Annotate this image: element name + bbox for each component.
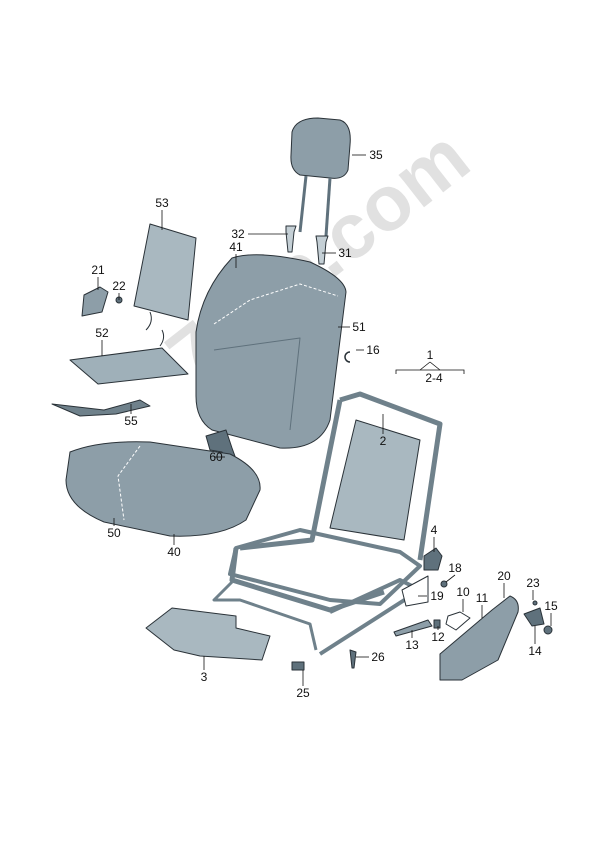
- callout-2-4: 2-4: [425, 371, 443, 385]
- callout-40: 40: [167, 545, 181, 559]
- backrest-part: [195, 254, 347, 449]
- callout-60: 60: [209, 450, 223, 464]
- callout-25: 25: [296, 686, 310, 700]
- harness-part: [51, 399, 151, 417]
- callout-50: 50: [107, 526, 121, 540]
- callout-19: 19: [430, 589, 444, 603]
- callout-11: 11: [475, 591, 489, 605]
- backrest-panel-part: [133, 223, 197, 321]
- callout-4: 4: [430, 523, 438, 537]
- trim-13-part: [393, 619, 433, 637]
- guide-31-part: [315, 235, 329, 265]
- fastener-25-part: [291, 661, 305, 671]
- callout-14: 14: [528, 644, 542, 658]
- motor-4-part: [423, 547, 443, 571]
- callout-10: 10: [456, 585, 470, 599]
- callout-26: 26: [371, 650, 385, 664]
- callout-22: 22: [112, 279, 126, 293]
- bracket-19-part: [401, 575, 429, 607]
- callout-13: 13: [405, 638, 419, 652]
- heating-mat-part: [69, 347, 189, 385]
- connector-21-part: [81, 286, 109, 317]
- side-trim-20-part: [439, 595, 519, 681]
- callout-32: 32: [231, 227, 245, 241]
- callout-52: 52: [95, 326, 109, 340]
- callout-51: 51: [352, 320, 366, 334]
- callout-23: 23: [526, 576, 540, 590]
- seat-cushion-part: [65, 441, 261, 537]
- callout-31: 31: [338, 246, 352, 260]
- callout-55: 55: [124, 414, 138, 428]
- handle-14-part: [523, 607, 545, 627]
- bracket-10-part: [445, 611, 471, 631]
- callout-35: 35: [369, 148, 383, 162]
- seat-frame-part: [212, 391, 443, 656]
- callout-3: 3: [200, 670, 208, 684]
- callout-18: 18: [448, 561, 462, 575]
- headrest-part: [290, 117, 351, 237]
- callout-16: 16: [366, 343, 380, 357]
- callout-15: 15: [544, 599, 558, 613]
- guide-32-part: [285, 225, 297, 253]
- bolt-26-part: [349, 649, 357, 669]
- callout-21: 21: [91, 263, 105, 277]
- callout-20: 20: [497, 569, 511, 583]
- leader-lines: [97, 154, 552, 686]
- callout-53: 53: [155, 196, 169, 210]
- callout-41: 41: [229, 240, 243, 254]
- base-mat-part: [145, 607, 271, 661]
- callout-1: 1: [426, 348, 434, 362]
- callout-2: 2: [379, 434, 387, 448]
- callout-12: 12: [431, 630, 445, 644]
